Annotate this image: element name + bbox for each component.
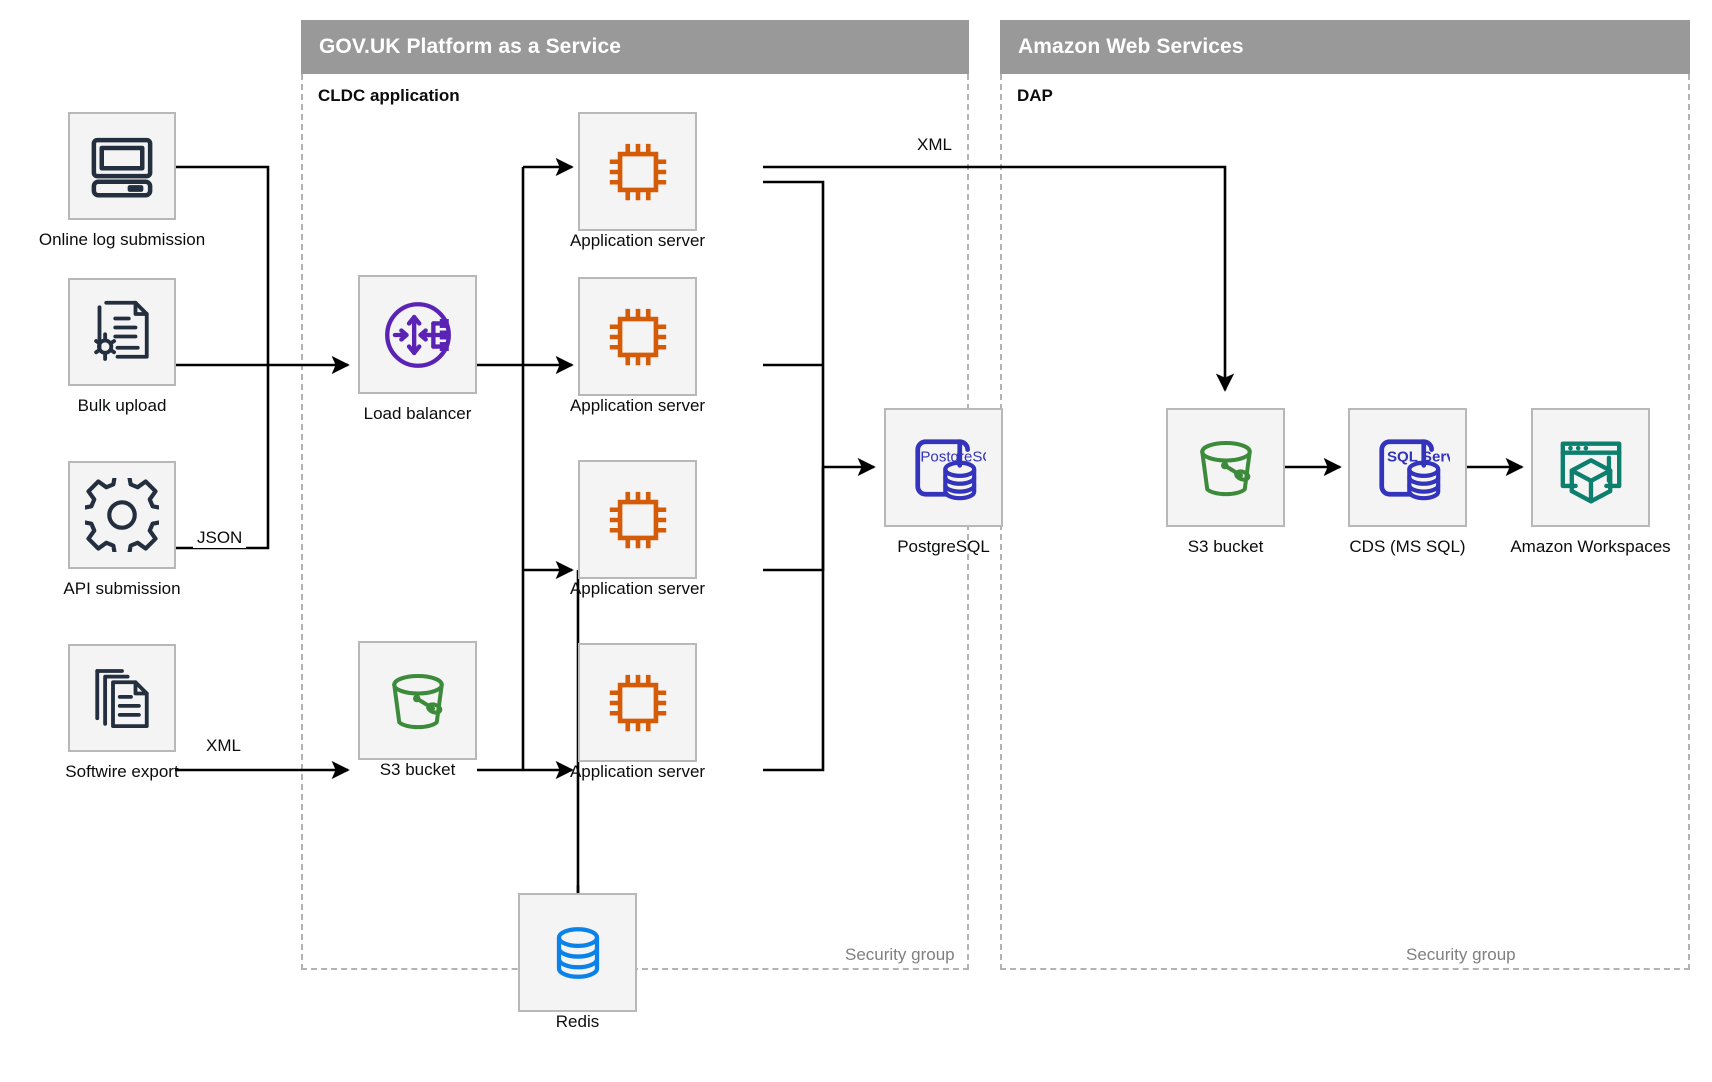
cpu-chip-icon [609,308,666,365]
tile-postgresql: PostgreSQL [884,408,1003,527]
node-label-redis: Redis [555,1012,600,1031]
edge-label-xml-dap: XML [913,135,956,155]
security-group-label-paas: Security group [845,945,955,964]
document-gear-icon [94,300,149,361]
node-label-app-server-1: Application server [569,231,706,250]
group-title-paas: GOV.UK Platform as a Service [319,35,621,58]
cpu-chip-icon [609,143,666,200]
node-label-bulk-upload: Bulk upload [77,396,167,415]
node-label-postgresql: PostgreSQL [897,537,990,556]
s3-bucket-icon [391,673,444,729]
node-label-app-server-3: Application server [569,579,706,598]
node-cds-ms-sql[interactable]: SQL Server [1348,408,1467,527]
document-stack-icon [95,669,149,729]
sub-label-dap: DAP [1017,86,1053,105]
node-label-softwire-export: Softwire export [65,762,179,781]
sql-server-icon: SQL Server [1378,438,1450,500]
tile-app-server-3 [578,460,697,579]
node-softwire-export[interactable] [68,644,176,752]
node-redis[interactable] [518,893,637,1012]
node-label-api-submission: API submission [63,579,181,598]
security-group-label-aws: Security group [1406,945,1516,964]
cpu-chip-icon [609,491,666,548]
node-api-submission[interactable] [68,461,176,569]
cpu-chip-icon [609,674,666,731]
group-header-paas: GOV.UK Platform as a Service [301,20,969,74]
edge-label-xml-softwire: XML [202,736,245,756]
tile-softwire-export [68,644,176,752]
svg-text:SQL Server: SQL Server [1387,448,1450,465]
tile-bulk-upload [68,278,176,386]
tile-app-server-1 [578,112,697,231]
node-postgresql[interactable]: PostgreSQL [884,408,1003,527]
tile-aws-s3-bucket [1166,408,1285,527]
node-online-log-submission[interactable] [68,112,176,220]
edge-label-json: JSON [193,528,247,548]
group-header-aws: Amazon Web Services [1000,20,1690,74]
node-app-server-3[interactable] [578,460,697,579]
desktop-computer-icon [91,137,153,198]
node-aws-s3-bucket[interactable] [1166,408,1285,527]
node-label-app-server-2: Application server [569,396,706,415]
node-label-load-balancer: Load balancer [363,404,472,423]
redis-database-icon [556,926,599,979]
workspaces-cube-icon [1560,440,1621,503]
svg-text:PostgreSQL: PostgreSQL [920,448,986,465]
node-label-cds-ms-sql: CDS (MS SQL) [1349,537,1466,556]
node-app-server-2[interactable] [578,277,697,396]
tile-online-log-submission [68,112,176,220]
tile-load-balancer [358,275,477,394]
node-label-aws-s3-bucket: S3 bucket [1187,537,1264,556]
s3-bucket-icon [1199,440,1252,496]
tile-redis [518,893,637,1012]
node-label-online-log-submission: Online log submission [38,230,206,249]
node-app-server-1[interactable] [578,112,697,231]
node-label-amazon-workspaces: Amazon Workspaces [1510,537,1671,556]
tile-app-server-4 [578,643,697,762]
node-amazon-workspaces[interactable] [1531,408,1650,527]
tile-api-submission [68,461,176,569]
tile-paas-s3-bucket [358,641,477,760]
node-load-balancer[interactable] [358,275,477,394]
load-balancer-icon [384,301,451,368]
tile-amazon-workspaces [1531,408,1650,527]
postgresql-icon: PostgreSQL [914,438,986,500]
sub-label-cldc-application: CLDC application [318,86,460,105]
tile-app-server-2 [578,277,697,396]
group-title-aws: Amazon Web Services [1018,35,1244,58]
node-app-server-4[interactable] [578,643,697,762]
tile-cds-ms-sql: SQL Server [1348,408,1467,527]
gear-icon [85,478,159,552]
node-bulk-upload[interactable] [68,278,176,386]
node-label-paas-s3-bucket: S3 bucket [379,760,456,779]
node-paas-s3-bucket[interactable] [358,641,477,760]
node-label-app-server-4: Application server [569,762,706,781]
